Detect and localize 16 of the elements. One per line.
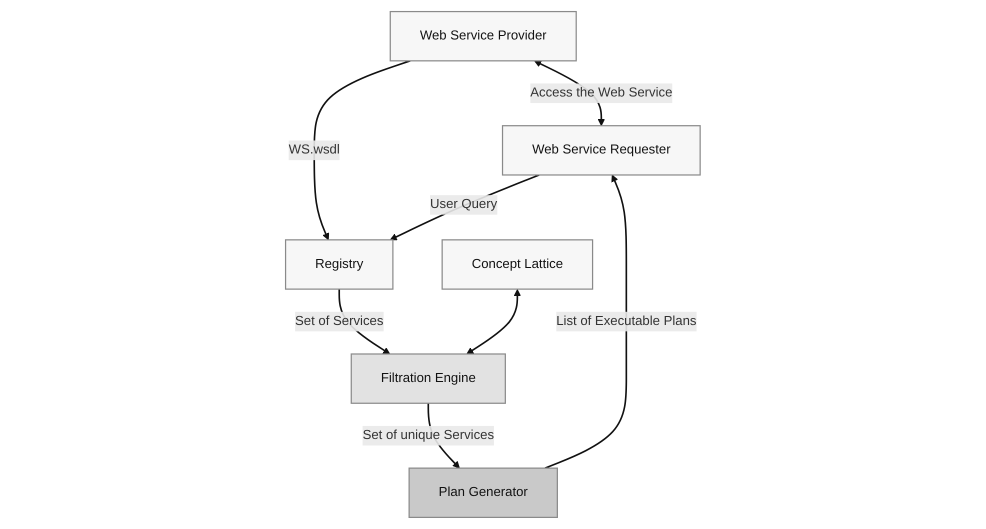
edge-label: List of Executable Plans (556, 314, 697, 328)
edge-label: Set of Services (295, 314, 384, 328)
node-box: Registry (285, 239, 394, 290)
arrow (466, 289, 522, 354)
node-box: Filtration Engine (350, 353, 506, 404)
node-box: Web Service Requester (502, 125, 701, 176)
edge-label: User Query (430, 198, 498, 212)
edge-label: Set of unique Services (362, 428, 494, 442)
edge-label: WS.wsdl (288, 142, 340, 157)
node-box: Concept Lattice (442, 239, 594, 290)
edge-label: Access the Web Service (530, 86, 673, 100)
node-box: Plan Generator (408, 468, 558, 518)
arrow (390, 174, 540, 240)
arrow (544, 174, 628, 469)
arrow (314, 60, 411, 240)
node-box: Web Service Provider (390, 10, 577, 62)
